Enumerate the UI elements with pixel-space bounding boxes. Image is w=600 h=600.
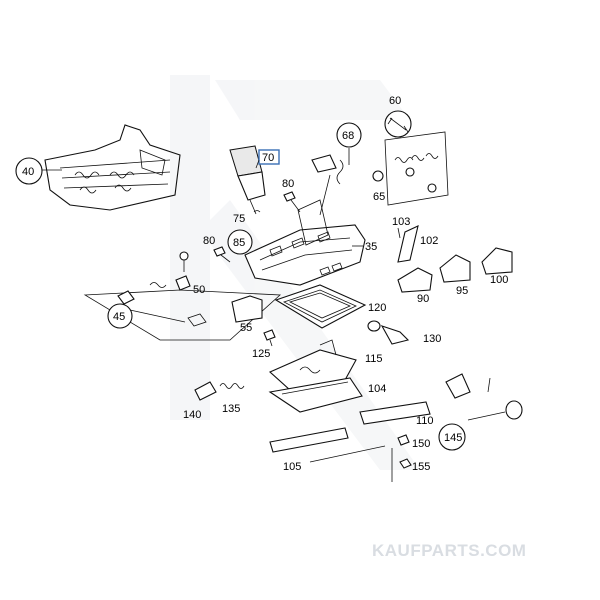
label-104: 104	[368, 383, 386, 395]
label-115: 115	[365, 353, 383, 365]
screw-80-lower	[213, 246, 231, 263]
label-65: 65	[373, 191, 385, 203]
label-120: 120	[368, 302, 386, 314]
label-90: 90	[417, 293, 429, 305]
bolt-125	[263, 329, 276, 347]
knob-145	[445, 373, 523, 421]
label-110: 110	[416, 415, 434, 427]
screw-80-upper	[283, 191, 301, 213]
bracket-68	[311, 148, 350, 185]
label-125: 125	[252, 348, 270, 360]
pad-102	[397, 225, 419, 263]
label-40: 40	[22, 166, 34, 178]
frame-120	[274, 284, 367, 329]
rail-104	[268, 377, 363, 413]
cover-100	[481, 247, 513, 275]
label-105: 105	[283, 461, 301, 473]
kit-60	[372, 131, 449, 206]
wrench-icon	[387, 117, 409, 133]
rail-105	[269, 427, 386, 463]
label-140: 140	[183, 409, 201, 421]
label-80-upper: 80	[282, 178, 294, 190]
label-150: 150	[412, 438, 430, 450]
label-70: 70	[262, 152, 274, 164]
bar-110	[359, 401, 431, 425]
label-155: 155	[412, 461, 430, 473]
spring-135	[219, 383, 245, 389]
label-135: 135	[222, 403, 240, 415]
buckle-70	[229, 145, 266, 215]
assembly-40	[40, 124, 181, 211]
clip-45	[187, 313, 207, 327]
label-55: 55	[240, 322, 252, 334]
mechanism-115	[268, 339, 357, 391]
label-95: 95	[456, 285, 468, 297]
label-103: 103	[392, 216, 410, 228]
seat-frame-35	[244, 199, 366, 286]
cover-55	[231, 295, 263, 323]
cover-95	[439, 254, 471, 283]
lever-140	[194, 381, 217, 401]
callout-40[interactable]	[15, 157, 43, 185]
label-85: 85	[233, 237, 245, 249]
cover-90	[397, 267, 433, 293]
highlight-box-70[interactable]	[258, 149, 280, 165]
label-102: 102	[420, 235, 438, 247]
label-130: 130	[423, 333, 441, 345]
label-50: 50	[193, 284, 205, 296]
label-35: 35	[365, 241, 377, 253]
label-60: 60	[389, 95, 401, 107]
watermark: KAUFPARTS.COM	[372, 541, 526, 560]
label-80-lower: 80	[203, 235, 215, 247]
callout-145[interactable]	[438, 423, 466, 451]
callout-85[interactable]	[227, 229, 253, 255]
callout-68[interactable]	[336, 122, 362, 148]
bolt-150	[397, 434, 410, 446]
label-75: 75	[233, 213, 245, 225]
label-45: 45	[113, 311, 125, 323]
bushing-130	[367, 320, 410, 345]
callout-45[interactable]	[107, 303, 133, 329]
nut-155	[399, 458, 412, 469]
label-68: 68	[342, 130, 354, 142]
label-145: 145	[444, 432, 462, 444]
label-100: 100	[490, 274, 508, 286]
